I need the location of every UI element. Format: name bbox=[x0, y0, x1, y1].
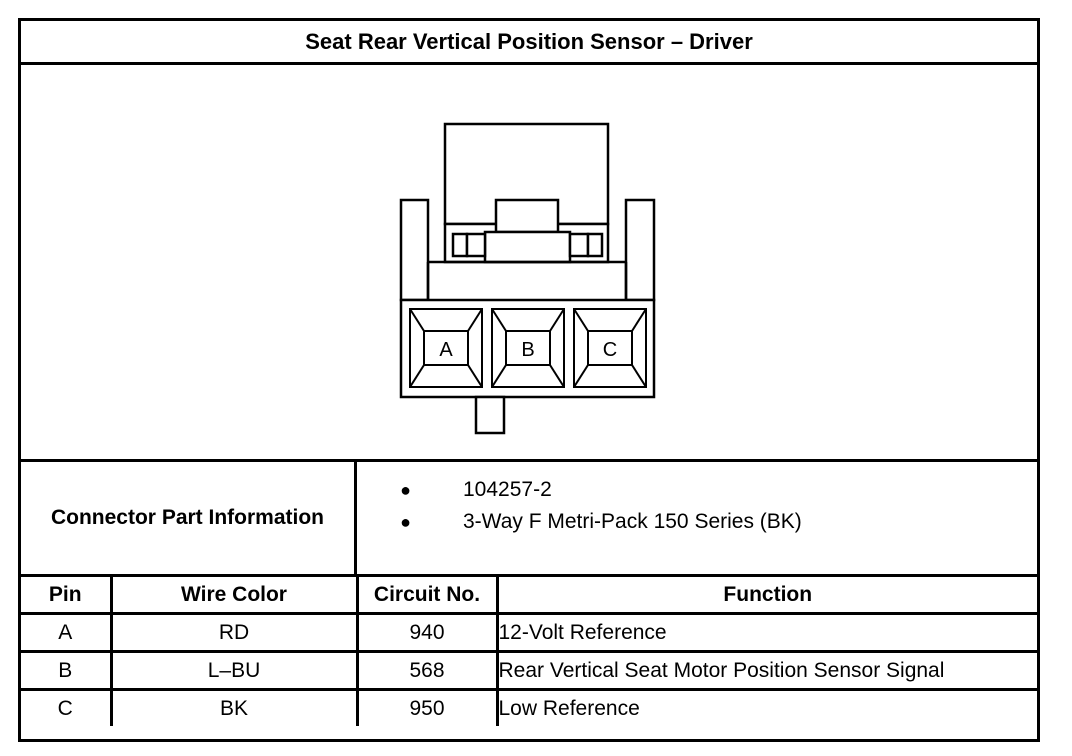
connector-body bbox=[399, 298, 656, 399]
right-block bbox=[568, 232, 590, 258]
cell-pin: C bbox=[21, 688, 113, 726]
connector-drawing: A B C bbox=[399, 122, 656, 435]
bullet-icon: ● bbox=[400, 511, 411, 532]
table-row: A RD 940 12-Volt Reference bbox=[21, 612, 1037, 653]
cavity-b bbox=[491, 308, 565, 388]
cell-wire-color: RD bbox=[109, 612, 359, 653]
cell-wire-color: BK bbox=[109, 688, 359, 726]
pin-table: Pin Wire Color Circuit No. Function A RD… bbox=[21, 577, 1037, 726]
table-row: B L–BU 568 Rear Vertical Seat Motor Posi… bbox=[21, 650, 1037, 691]
left-post bbox=[399, 198, 430, 302]
table-header-row: Pin Wire Color Circuit No. Function bbox=[21, 577, 1037, 615]
header-pin: Pin bbox=[21, 577, 113, 615]
pin-label-b: B bbox=[521, 339, 534, 361]
pin-label-c: C bbox=[603, 339, 617, 361]
cell-pin: B bbox=[21, 650, 113, 691]
bullet-icon: ● bbox=[400, 479, 411, 500]
connector-info-label: Connector Part Information bbox=[21, 462, 357, 574]
right-block-2 bbox=[586, 232, 604, 258]
header-wire-color: Wire Color bbox=[109, 577, 359, 615]
table-row: C BK 950 Low Reference bbox=[21, 688, 1037, 726]
right-post bbox=[624, 198, 656, 302]
left-block-2 bbox=[465, 232, 487, 258]
connector-end-view-frame: Seat Rear Vertical Position Sensor – Dri… bbox=[18, 18, 1040, 742]
latch-tab bbox=[494, 198, 560, 234]
cavity-a bbox=[409, 308, 483, 388]
cavity-c bbox=[573, 308, 647, 388]
part-number: 104257-2 bbox=[463, 478, 552, 501]
header-function: Function bbox=[495, 577, 1037, 615]
cell-function: Low Reference bbox=[495, 688, 1037, 726]
connector-diagram: A B C bbox=[21, 65, 1037, 459]
pin-label-a: A bbox=[439, 339, 453, 361]
connector-series: 3-Way F Metri-Pack 150 Series (BK) bbox=[463, 510, 802, 533]
bottom-key bbox=[474, 395, 506, 435]
latch-tab-base bbox=[483, 230, 572, 264]
cell-circuit: 940 bbox=[355, 612, 499, 653]
connector-info-list: ● 104257-2 ● 3-Way F Metri-Pack 150 Seri… bbox=[357, 462, 1037, 574]
cell-circuit: 950 bbox=[355, 688, 499, 726]
connector-part-information: Connector Part Information ● 104257-2 ● … bbox=[21, 459, 1037, 577]
left-block bbox=[451, 232, 469, 258]
cell-function: 12-Volt Reference bbox=[495, 612, 1037, 653]
list-item: ● 3-Way F Metri-Pack 150 Series (BK) bbox=[357, 506, 1037, 538]
header-circuit-no: Circuit No. bbox=[355, 577, 499, 615]
cell-wire-color: L–BU bbox=[109, 650, 359, 691]
page-title: Seat Rear Vertical Position Sensor – Dri… bbox=[21, 21, 1037, 65]
cell-pin: A bbox=[21, 612, 113, 653]
cell-function: Rear Vertical Seat Motor Position Sensor… bbox=[495, 650, 1037, 691]
list-item: ● 104257-2 bbox=[357, 474, 1037, 506]
cell-circuit: 568 bbox=[355, 650, 499, 691]
